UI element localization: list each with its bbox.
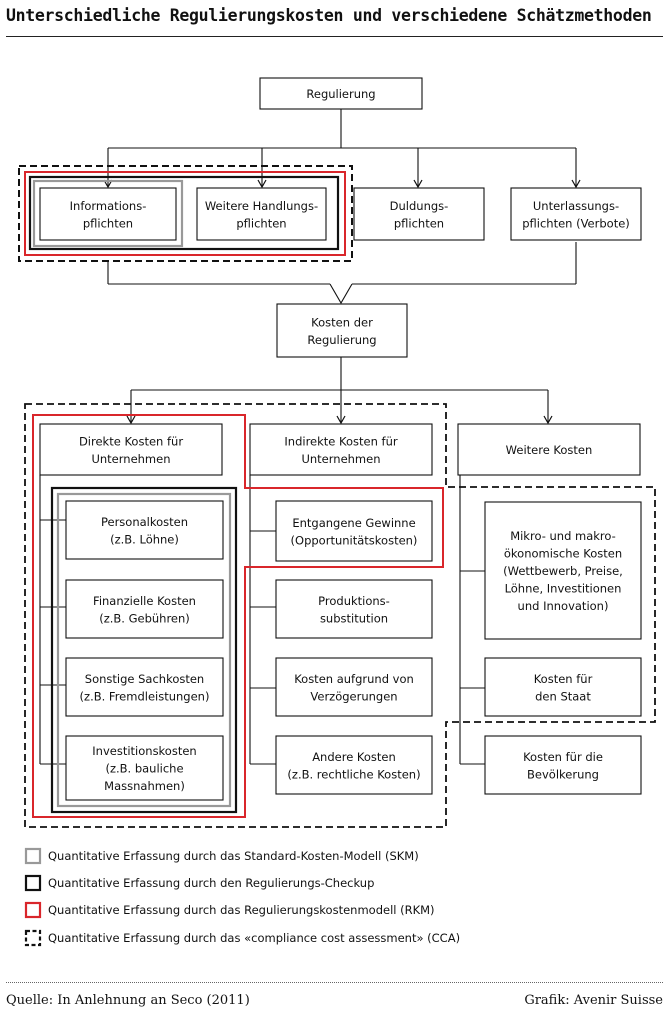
connector-lines [39, 109, 581, 765]
legend-swatch-cca [24, 929, 42, 947]
box-entgangene-gewinne-frame [275, 500, 433, 562]
legend: Quantitative Erfassung durch das Standar… [24, 847, 460, 947]
title-divider [6, 36, 663, 37]
box-unterlassungspflichten-label: Unterlassungs-pflichten (Verbote) [522, 199, 630, 231]
box-unterlassungspflichten-frame [510, 187, 642, 241]
box-personalkosten-label: Personalkosten(z.B. Löhne) [101, 515, 188, 547]
box-kosten-staat-frame [484, 657, 642, 717]
box-regulierung-label: Regulierung [306, 87, 375, 101]
box-informationspflichten-label: Informations-pflichten [70, 199, 147, 231]
legend-item-rkm: Quantitative Erfassung durch das Regulie… [24, 901, 435, 919]
legend-item-checkup: Quantitative Erfassung durch den Regulie… [24, 874, 374, 892]
source-note: Quelle: In Anlehnung an Seco (2011) [6, 993, 250, 1008]
outline-cca-costs [24, 403, 656, 828]
box-entgangene-gewinne-label: Entgangene Gewinne(Opportunitätskosten) [291, 516, 418, 548]
box-mikro-makro-frame [484, 501, 642, 640]
box-produktionssubstitution-frame [275, 579, 433, 639]
legend-swatch-rkm [24, 901, 42, 919]
box-investitionskosten-frame [65, 735, 224, 801]
box-informationspflichten: Informations-pflichten [39, 187, 177, 241]
box-weitere-handlungspflichten: Weitere Handlungs-pflichten [196, 187, 327, 241]
box-produktionssubstitution-label: Produktions-substitution [318, 594, 390, 626]
box-finanzielle-kosten-frame [65, 579, 224, 639]
box-finanzielle-kosten-label: Finanzielle Kosten(z.B. Gebühren) [93, 594, 196, 626]
box-mikro-makro-label: Mikro- und makro-ökonomische Kosten(Wett… [503, 529, 623, 613]
box-sonstige-sachkosten: Sonstige Sachkosten(z.B. Fremdleistungen… [65, 657, 224, 717]
box-unterlassungspflichten: Unterlassungs-pflichten (Verbote) [510, 187, 642, 241]
arrow-head [126, 415, 136, 425]
legend-item-cca: Quantitative Erfassung durch das «compli… [24, 929, 460, 947]
arrow-head [103, 179, 113, 189]
box-direkte-kosten-frame [39, 423, 223, 476]
box-andere-kosten-label: Andere Kosten(z.B. rechtliche Kosten) [287, 750, 420, 782]
legend-item-skm: Quantitative Erfassung durch das Standar… [24, 847, 419, 865]
graphic-credit: Grafik: Avenir Suisse [524, 993, 663, 1008]
box-finanzielle-kosten: Finanzielle Kosten(z.B. Gebühren) [65, 579, 224, 639]
box-kosten-der-regulierung-frame [276, 303, 408, 358]
footer-divider [6, 982, 663, 983]
box-indirekte-kosten-frame [249, 423, 433, 476]
outline-rkm-obligations [24, 171, 346, 256]
box-personalkosten: Personalkosten(z.B. Löhne) [65, 500, 224, 560]
outline-checkup-obligations [28, 175, 340, 251]
arrow-head [571, 179, 581, 189]
outline-cca-obligations [18, 165, 353, 262]
box-informationspflichten-frame [39, 187, 177, 241]
box-weitere-kosten: Weitere Kosten [457, 423, 641, 476]
legend-label-cca: Quantitative Erfassung durch das «compli… [48, 931, 460, 945]
box-regulierung: Regulierung [259, 77, 423, 110]
arrow-head [257, 179, 267, 189]
box-weitere-kosten-frame [457, 423, 641, 476]
box-duldungspflichten-frame [353, 187, 485, 241]
legend-label-checkup: Quantitative Erfassung durch den Regulie… [48, 876, 374, 890]
box-sonstige-sachkosten-label: Sonstige Sachkosten(z.B. Fremdleistungen… [80, 672, 210, 704]
arrow-head [543, 415, 553, 425]
box-andere-kosten: Andere Kosten(z.B. rechtliche Kosten) [275, 735, 433, 795]
legend-swatch-checkup [24, 874, 42, 892]
box-sonstige-sachkosten-frame [65, 657, 224, 717]
box-weitere-kosten-label: Weitere Kosten [506, 443, 593, 457]
outline-skm-information [32, 179, 184, 248]
box-weitere-handlungspflichten-frame [196, 187, 327, 241]
chart-title: Unterschiedliche Regulierungskosten und … [6, 6, 652, 25]
legend-label-rkm: Quantitative Erfassung durch das Regulie… [48, 903, 435, 917]
box-duldungspflichten: Duldungs-pflichten [353, 187, 485, 241]
box-kosten-bevoelkerung-frame [484, 735, 642, 795]
box-personalkosten-frame [65, 500, 224, 560]
box-duldungspflichten-label: Duldungs-pflichten [390, 199, 449, 231]
legend-swatch-skm [24, 847, 42, 865]
method-outlines [18, 165, 656, 828]
box-kosten-verzoegerungen-frame [275, 657, 433, 717]
arrow-head [413, 179, 423, 189]
legend-label-skm: Quantitative Erfassung durch das Standar… [48, 849, 419, 863]
box-produktionssubstitution: Produktions-substitution [275, 579, 433, 639]
outline-checkup-direct [50, 486, 238, 814]
arrow-head [336, 415, 346, 425]
box-entgangene-gewinne: Entgangene Gewinne(Opportunitätskosten) [275, 500, 433, 562]
box-regulierung-frame [259, 77, 423, 110]
box-mikro-makro: Mikro- und makro-ökonomische Kosten(Wett… [484, 501, 642, 640]
connector-merge-chevron [329, 283, 353, 305]
diagram-boxes: RegulierungInformations-pflichtenWeitere… [39, 77, 642, 801]
box-andere-kosten-frame [275, 735, 433, 795]
outline-rkm-direct-indirect [32, 414, 444, 818]
outline-skm-direct [56, 492, 232, 808]
box-weitere-handlungspflichten-label: Weitere Handlungs-pflichten [205, 199, 318, 231]
